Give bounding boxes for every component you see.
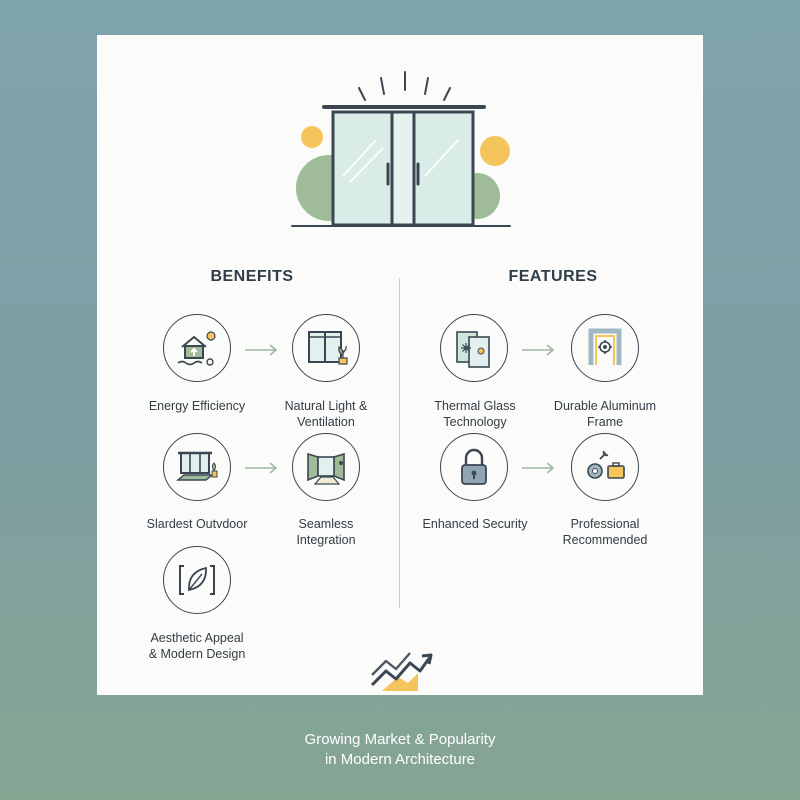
benefit-energy-efficiency-label: Energy Efficiency xyxy=(148,399,246,413)
benefits-heading: BENEFITS xyxy=(210,268,294,285)
benefit-aesthetic-appeal-label: Aesthetic Appeal& Modern Design xyxy=(148,631,246,661)
home-energy-icon xyxy=(163,314,231,382)
door-panel-right xyxy=(411,110,475,227)
sliding-door-illustration xyxy=(291,71,511,227)
leaf-frame-icon xyxy=(163,546,231,614)
features-heading: FEATURES xyxy=(508,268,598,285)
feature-enhanced-security-label: Enhanced Security xyxy=(422,517,528,531)
arrow-right-icon xyxy=(522,344,555,356)
benefit-natural-light-label: Natural Light &Ventilation xyxy=(284,399,368,429)
sun-dot-left xyxy=(301,126,323,148)
arrow-right-icon xyxy=(245,462,278,474)
sun-dot-right xyxy=(480,136,510,166)
padlock-icon xyxy=(440,433,508,501)
thermal-glass-icon xyxy=(440,314,508,382)
outdoor-living-icon xyxy=(163,433,231,501)
aluminum-frame-icon xyxy=(571,314,639,382)
arrow-right-icon xyxy=(245,344,278,356)
benefit-outdoor-label: Slardest Outvdoor xyxy=(146,517,248,531)
window-plant-icon xyxy=(292,314,360,382)
growth-trend-icon xyxy=(370,652,433,691)
toolkit-icon xyxy=(571,433,639,501)
column-divider xyxy=(399,278,400,608)
arrow-right-icon xyxy=(522,462,555,474)
seamless-room-icon xyxy=(292,433,360,501)
